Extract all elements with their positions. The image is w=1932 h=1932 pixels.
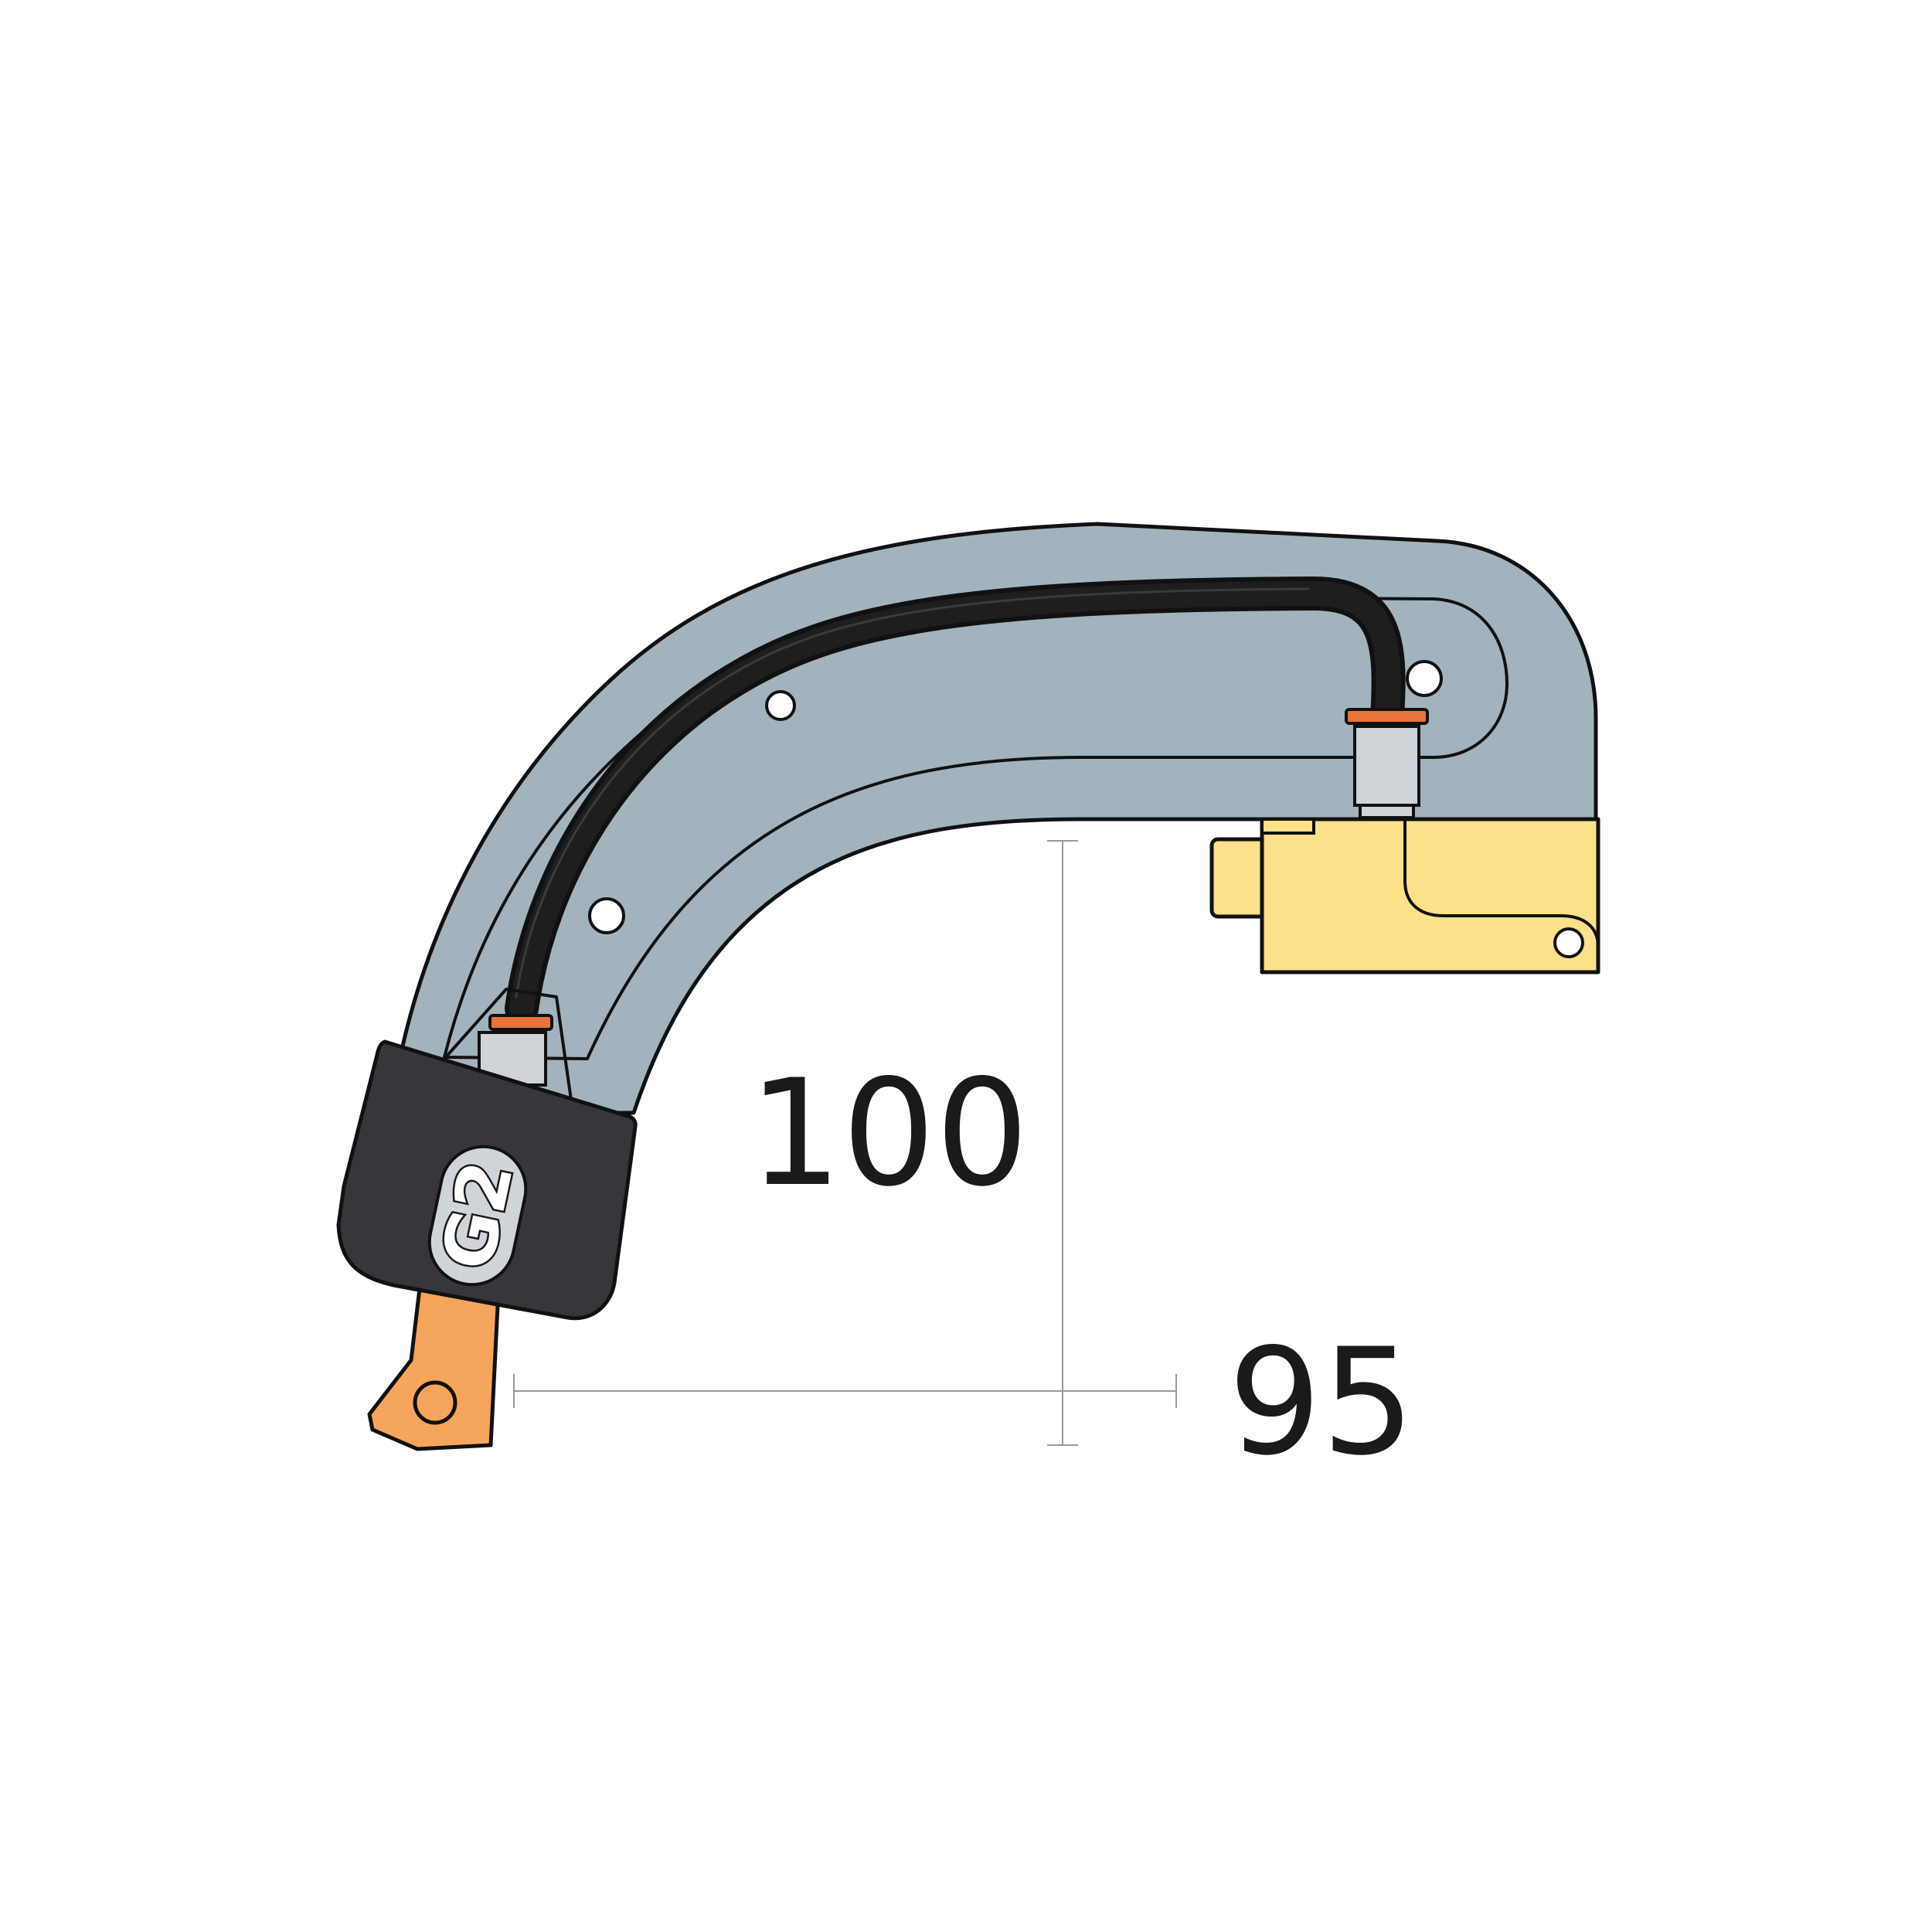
block-body <box>1260 817 1600 975</box>
tip-body <box>367 1273 501 1451</box>
arm-outer-shell <box>384 522 1598 1115</box>
arm-hole-3 <box>1406 660 1443 697</box>
arm-hole-2 <box>588 897 625 934</box>
copper-electrode-icon <box>367 1273 501 1451</box>
cooling-hose-icon <box>505 576 1406 1026</box>
fitting-left-ring <box>488 1014 553 1031</box>
hose-fitting-right <box>1345 708 1429 819</box>
fitting-right-body <box>1353 725 1420 807</box>
curved-welding-arm-icon <box>384 522 1598 1115</box>
logo-plate <box>427 1145 528 1287</box>
width-dimension-label: 95 <box>1228 1317 1415 1488</box>
arm-inner-panel <box>443 595 1509 1060</box>
hose-highlight <box>515 587 1310 998</box>
block-channel <box>1403 819 1600 947</box>
fitting-right-base <box>1359 804 1415 819</box>
dimension-lines <box>513 840 1177 1446</box>
block-tab <box>1260 818 1315 835</box>
fitting-right-ring <box>1345 708 1429 725</box>
tip-hole <box>413 1380 457 1425</box>
block-stub <box>1209 837 1268 919</box>
brass-mounting-block-icon <box>1209 817 1600 975</box>
hose-core <box>509 580 1401 1021</box>
arm-hole-1 <box>765 690 796 721</box>
block-hole <box>1553 927 1584 958</box>
fitting-left-bracket <box>443 988 573 1106</box>
height-dimension-label: 100 <box>749 1048 1029 1219</box>
